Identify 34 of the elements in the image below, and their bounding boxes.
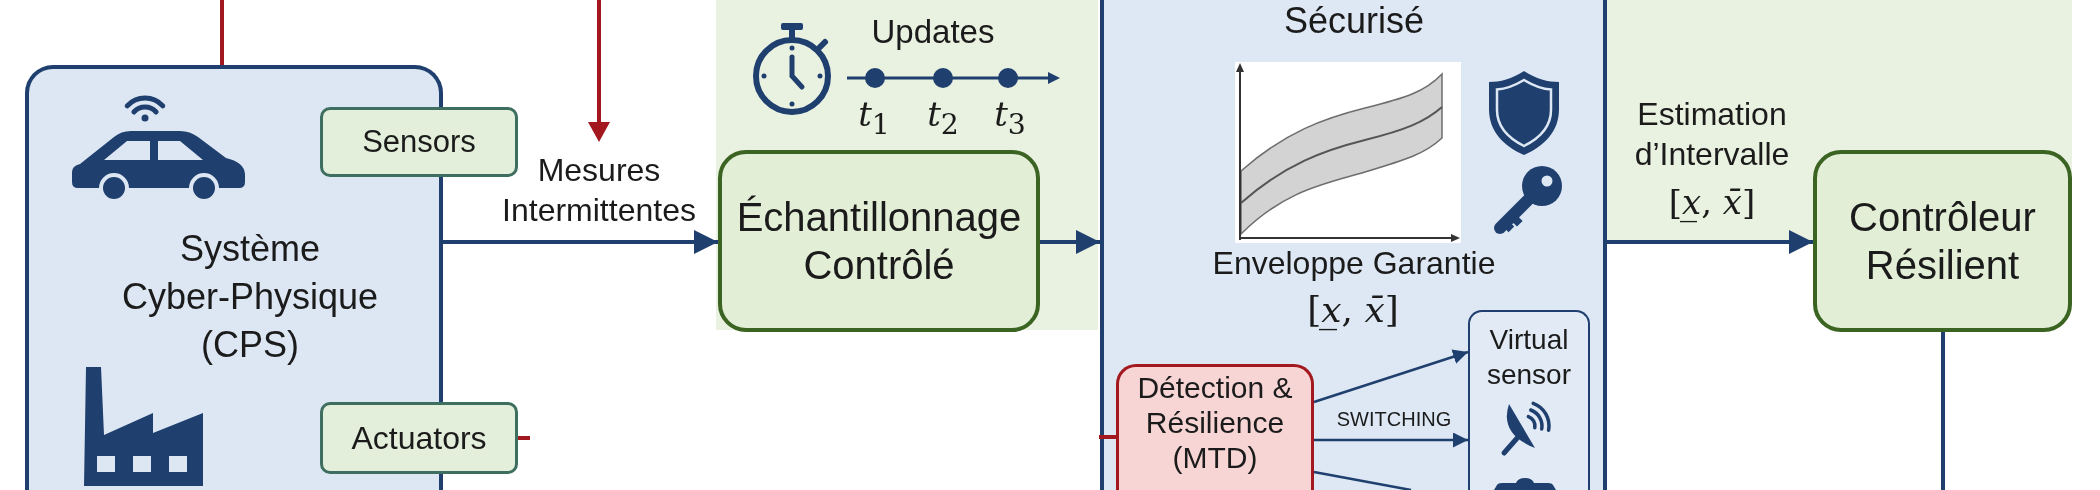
connector-line <box>220 0 224 65</box>
connector-line <box>1099 435 1116 439</box>
process-box <box>718 150 1040 332</box>
sensor-panel <box>1468 310 1590 490</box>
process-name: Contrôleur Résilient <box>1848 194 2037 289</box>
plot-caption: Enveloppe Garantie <box>1212 244 1496 282</box>
arrow <box>1314 432 1468 448</box>
interval-formula: [x̲, x̄] <box>1306 288 1400 332</box>
component-name: Actuators <box>350 420 488 456</box>
process-name: Détection & Résilience (MTD) <box>1136 370 1294 475</box>
module-panel <box>1100 0 1607 490</box>
edge-label: Mesures Intermittentes <box>501 151 697 230</box>
connector-line <box>518 436 530 440</box>
arrow <box>1040 230 1100 254</box>
connector-line <box>1941 332 1945 490</box>
alert-box <box>1116 364 1314 490</box>
time-label: t$_{2}$ <box>926 93 960 143</box>
arrow <box>1313 349 1469 404</box>
process-box <box>1813 150 2072 332</box>
component-box <box>320 402 518 474</box>
connector-line <box>1313 470 1412 490</box>
edge-label: Estimation d’Intervalle <box>1634 95 1790 174</box>
component-name: Sensors <box>361 124 477 160</box>
arrow <box>1607 230 1813 254</box>
process-name: Échantillonnage Contrôlé <box>736 194 1022 289</box>
time-label: t$_{1}$ <box>857 93 891 143</box>
time-label: t$_{3}$ <box>993 93 1027 143</box>
timeline-label: Updates <box>871 13 995 51</box>
interval-formula: [x̲, x̄] <box>1668 181 1756 224</box>
arrow <box>443 230 718 254</box>
component-name: Virtual sensor <box>1486 323 1572 392</box>
component-box <box>320 107 518 177</box>
panel-title: Sécurisé <box>1283 0 1425 42</box>
system-name: Système Cyber-Physique (CPS) <box>121 227 379 367</box>
